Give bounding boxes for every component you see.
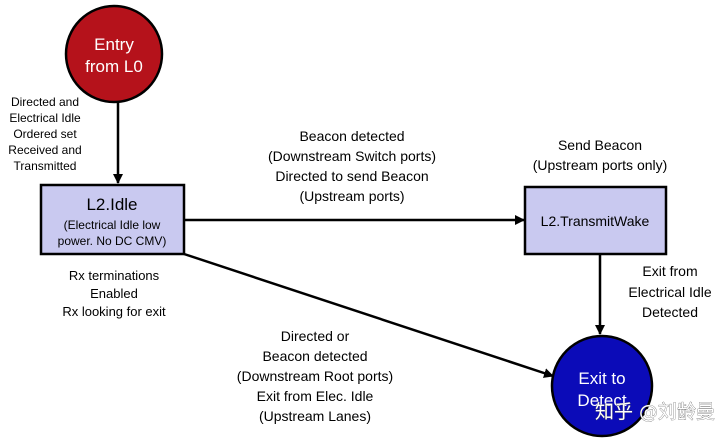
idle-note-line: Rx looking for exit	[62, 304, 166, 319]
transmit-wake-box	[523, 185, 668, 256]
label-idle-note: Rx terminations Enabled Rx looking for e…	[62, 268, 166, 319]
idle-to-wake-line: (Downstream Switch ports)	[268, 148, 436, 164]
wake-to-exit-line: Electrical Idle	[628, 284, 711, 300]
l2-idle-sub2: power. No DC CMV)	[58, 234, 167, 248]
exit-line2: Detect	[577, 391, 626, 410]
label-entry-to-idle: Directed and Electrical Idle Ordered set…	[8, 95, 81, 173]
wake-to-exit-line: Exit from	[642, 263, 697, 279]
entry-to-idle-line: Received and	[8, 143, 81, 157]
entry-to-idle-line: Transmitted	[14, 159, 77, 173]
transmit-wake-title: L2.TransmitWake	[541, 213, 650, 229]
entry-to-idle-line: Directed and	[11, 95, 79, 109]
entry-to-idle-line: Electrical Idle	[9, 111, 81, 125]
label-idle-to-wake: Beacon detected (Downstream Switch ports…	[268, 128, 436, 204]
l2-idle-sub1: (Electrical Idle low	[64, 218, 161, 232]
label-idle-to-exit: Directed or Beacon detected (Downstream …	[237, 328, 393, 424]
node-transmit-wake: L2.TransmitWake	[523, 185, 668, 256]
label-wake-self: Send Beacon (Upstream ports only)	[533, 137, 668, 173]
wake-self-line: (Upstream ports only)	[533, 157, 668, 173]
idle-note-line: Enabled	[90, 286, 138, 301]
edge-idle-to-exit	[183, 252, 554, 378]
entry-line1: Entry	[94, 35, 134, 54]
idle-to-exit-line: (Downstream Root ports)	[237, 368, 393, 384]
idle-to-exit-line: Directed or	[281, 328, 350, 344]
node-entry: Entry from L0	[64, 4, 164, 104]
idle-note-line: Rx terminations	[69, 268, 160, 283]
idle-to-wake-line: Directed to send Beacon	[275, 168, 428, 184]
l2-idle-title: L2.Idle	[86, 195, 137, 214]
entry-circle	[64, 4, 164, 104]
wake-to-exit-line: Detected	[642, 304, 698, 320]
l2-idle-box	[39, 183, 186, 256]
watermark-text: 知乎 @刘龄曼	[595, 401, 715, 423]
label-wake-to-exit: Exit from Electrical Idle Detected	[628, 263, 711, 320]
node-l2-idle: L2.Idle (Electrical Idle low power. No D…	[39, 183, 186, 256]
idle-to-exit-line: (Upstream Lanes)	[259, 408, 371, 424]
entry-to-idle-line: Ordered set	[13, 127, 77, 141]
exit-circle	[550, 334, 654, 438]
idle-to-wake-line: Beacon detected	[299, 128, 404, 144]
idle-to-wake-line: (Upstream ports)	[299, 188, 404, 204]
idle-to-exit-line: Beacon detected	[262, 348, 367, 364]
entry-line2: from L0	[85, 57, 143, 76]
wake-self-line: Send Beacon	[558, 137, 642, 153]
idle-to-exit-line: Exit from Elec. Idle	[257, 388, 374, 404]
node-exit: Exit to Detect	[550, 334, 654, 438]
exit-line1: Exit to	[578, 369, 625, 388]
